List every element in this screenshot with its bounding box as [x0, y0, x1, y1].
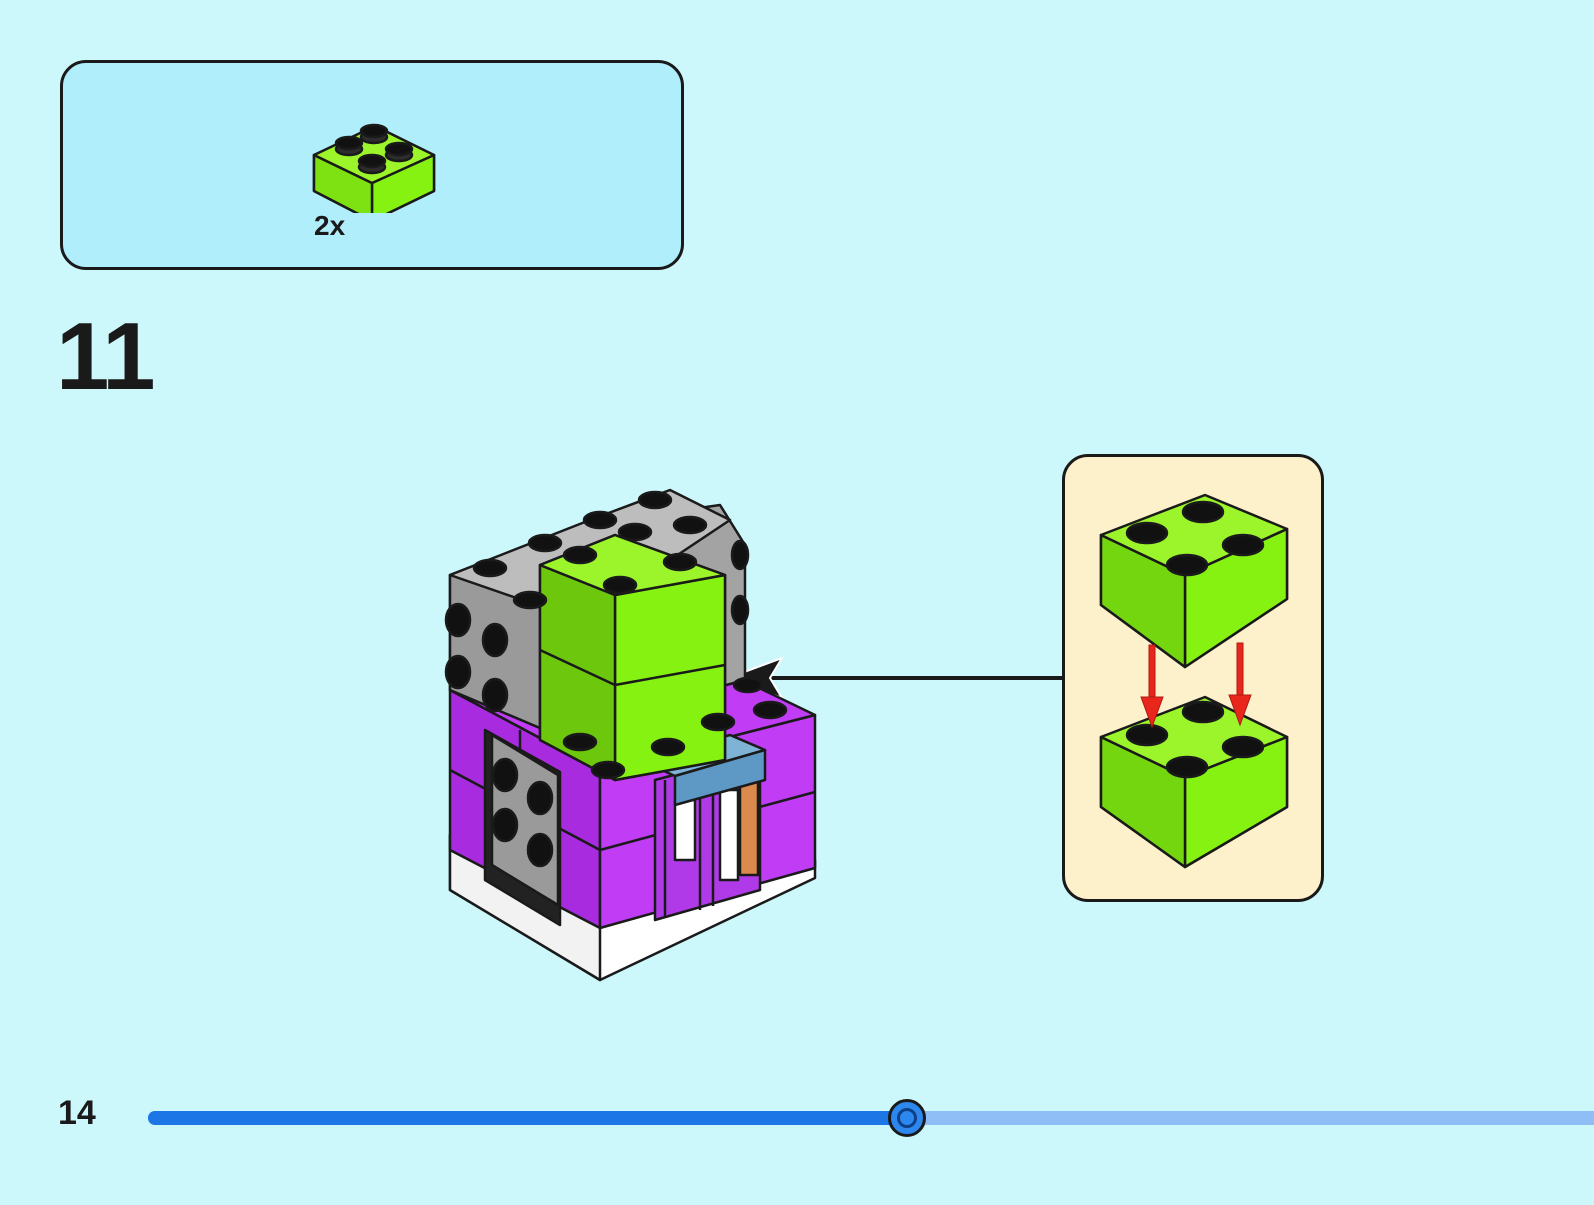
build-model-illustration	[444, 488, 817, 982]
part-quantity: 2x	[314, 210, 346, 241]
lime-2x2-brick-icon	[312, 123, 436, 213]
parts-list-box: 2x	[60, 60, 684, 270]
progress-fill	[148, 1111, 907, 1125]
progress-handle-icon[interactable]	[888, 1099, 926, 1137]
sub-assembly-callout	[1062, 454, 1324, 902]
progress-bar	[148, 1099, 1594, 1137]
lime-bricks-stacking-diagram	[1099, 493, 1289, 869]
page-number: 14	[58, 1094, 96, 1132]
step-number: 11	[56, 303, 155, 410]
